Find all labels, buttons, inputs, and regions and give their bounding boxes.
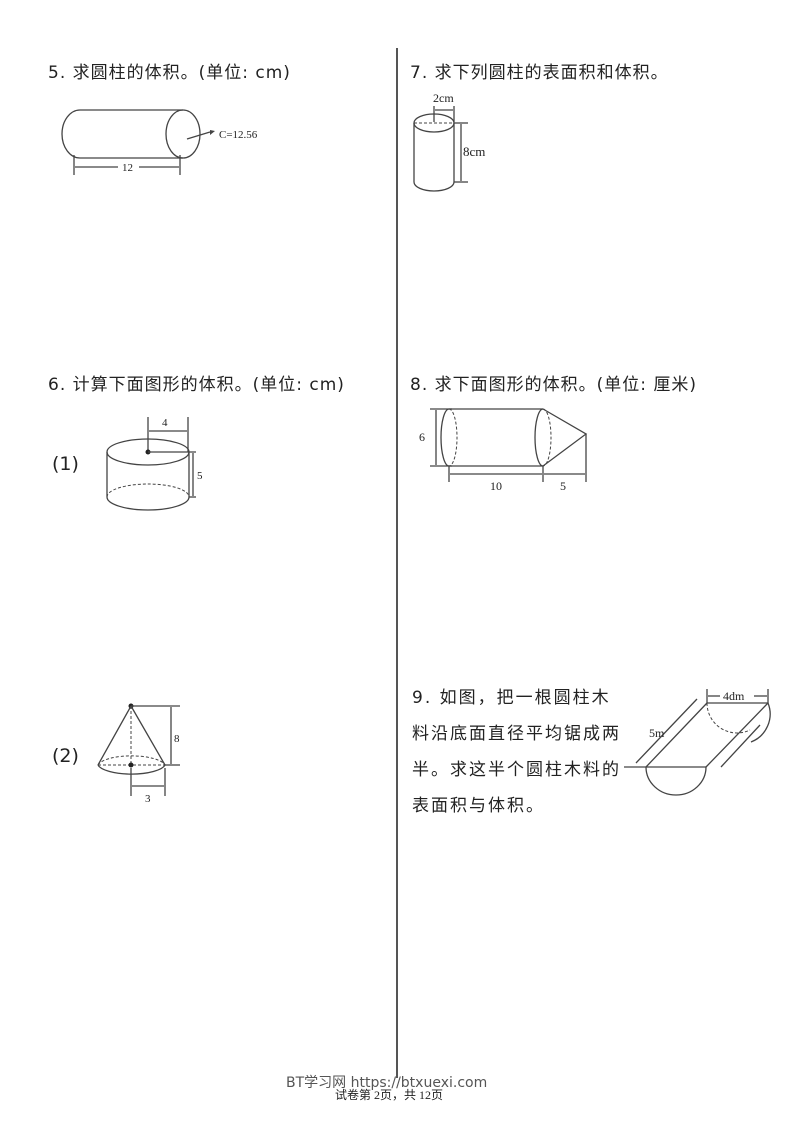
q6-part2-height-label: 8 xyxy=(174,733,180,745)
question-8-title: 8. 求下面图形的体积。(单位: 厘米) xyxy=(410,375,698,395)
q6-part2-label: (2) xyxy=(52,745,79,767)
q7-radius-label: 2cm xyxy=(433,91,454,105)
question-6-title: 6. 计算下面图形的体积。(单位: cm) xyxy=(48,375,345,395)
q5-length-label: 12 xyxy=(122,162,133,174)
q5-cylinder-figure: C=12.56 12 xyxy=(61,109,258,175)
q7-height-label: 8cm xyxy=(463,144,485,159)
column-divider xyxy=(396,48,398,1078)
q6-cylinder-figure: 4 5 xyxy=(106,417,203,511)
question-7-title: 7. 求下列圆柱的表面积和体积。 xyxy=(410,63,669,83)
q6-part1-height-label: 5 xyxy=(197,470,203,482)
q8-cone-length-label: 5 xyxy=(560,479,566,493)
q8-cylinder-cone-figure: 6 10 5 xyxy=(419,408,588,493)
watermark: BT学习网 https://btxuexi.com xyxy=(286,1075,488,1091)
page-number: 试卷第 2页，共 12页 xyxy=(335,1088,444,1102)
q5-cylinder-end xyxy=(165,109,201,159)
q5-circumference-label: C=12.56 xyxy=(219,129,258,141)
q9-length-label: 5m xyxy=(649,726,665,740)
q6-part1-radius-label: 4 xyxy=(162,417,168,429)
q6-part1-label: (1) xyxy=(52,453,79,475)
q5-pointer-arrow xyxy=(186,131,211,140)
q8-cylinder-length-label: 10 xyxy=(490,479,502,493)
q8-diameter-label: 6 xyxy=(419,430,425,444)
question-9-text: 9. 如图，把一根圆柱木料沿底面直径平均锯成两半。求这半个圆柱木料的表面积与体积… xyxy=(412,688,621,816)
q5-cylinder-body xyxy=(61,109,183,159)
q6-cone-figure: 8 3 xyxy=(97,703,180,805)
question-5-title: 5. 求圆柱的体积。(单位: cm) xyxy=(48,63,291,83)
q9-half-cylinder-figure: 4dm 5m xyxy=(624,689,771,796)
q9-diameter-label: 4dm xyxy=(723,689,745,703)
q6-part2-radius-label: 3 xyxy=(145,793,151,805)
q7-cylinder-figure: 2cm 8cm xyxy=(413,91,485,192)
